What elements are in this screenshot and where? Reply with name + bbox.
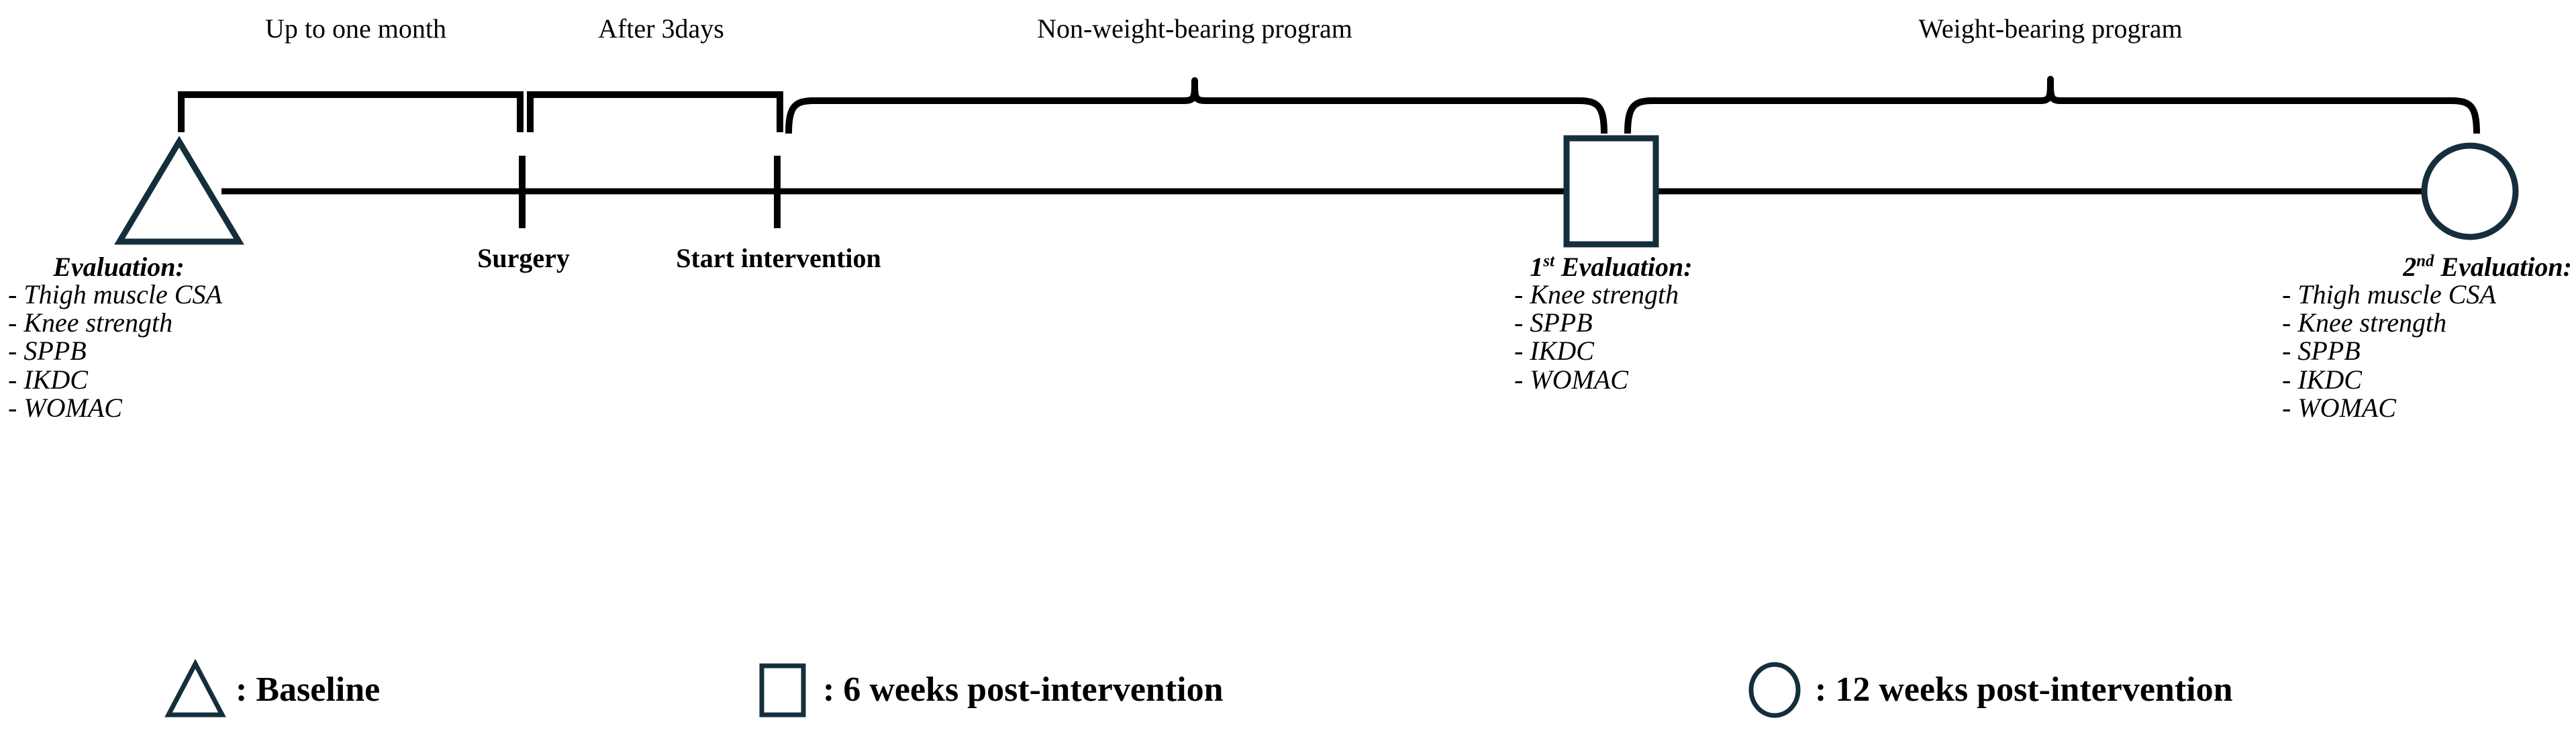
evaluation-item: - Knee strength <box>8 309 230 337</box>
bullet-dash: - <box>8 307 17 338</box>
evaluation-list-baseline: - Thigh muscle CSA - Knee strength - SPP… <box>8 279 230 423</box>
evaluation-item-label: WOMAC <box>2297 392 2396 423</box>
evaluation-item-label: IKDC <box>1530 336 1594 366</box>
period-label-weight-bearing: Weight-bearing program <box>1918 13 2183 44</box>
node-week12-circle <box>2421 142 2519 240</box>
evaluation-item: - Thigh muscle CSA <box>2282 279 2572 309</box>
legend-item-baseline: : Baseline <box>164 638 380 741</box>
legend-label-12weeks: : 12 weeks post-intervention <box>1815 670 2233 709</box>
bullet-dash: - <box>2282 364 2291 395</box>
evaluation-title-second: 2nd Evaluation: <box>2282 252 2572 282</box>
evaluation-list-first: - Knee strength - SPPB - IKDC - WOMAC <box>1442 279 1781 395</box>
evaluation-item-label: IKDC <box>23 364 88 395</box>
evaluation-item: - SPPB <box>1514 309 1781 337</box>
evaluation-item-label: WOMAC <box>23 392 122 423</box>
evaluation-title-baseline: Evaluation: <box>8 254 230 281</box>
circle-icon <box>1748 662 1801 718</box>
evaluation-ordinal-number: 1 <box>1530 252 1544 282</box>
evaluation-item-label: SPPB <box>1530 307 1593 338</box>
evaluation-item-label: SPPB <box>2297 336 2361 366</box>
node-week6-square <box>1563 135 1659 248</box>
evaluation-item: - SPPB <box>2282 337 2572 365</box>
period-label-non-weight-bearing: Non-weight-bearing program <box>1037 13 1352 44</box>
evaluation-item: - SPPB <box>8 337 230 365</box>
evaluation-block-first: 1st Evaluation: - Knee strength - SPPB -… <box>1442 252 1781 395</box>
bullet-dash: - <box>2282 307 2291 338</box>
evaluation-list-second: - Thigh muscle CSA - Knee strength - SPP… <box>2282 279 2572 423</box>
bullet-dash: - <box>8 364 17 395</box>
legend: : Baseline : 6 weeks post-intervention :… <box>0 638 2576 741</box>
bullet-dash: - <box>2282 279 2291 309</box>
bullet-dash: - <box>2282 392 2291 423</box>
evaluation-item-label: Thigh muscle CSA <box>23 279 222 309</box>
evaluation-ordinal-suffix: nd <box>2416 252 2434 270</box>
event-label-surgery: Surgery <box>477 243 570 273</box>
evaluation-block-baseline: Evaluation: - Thigh muscle CSA - Knee st… <box>8 254 230 422</box>
period-label-after-3days: After 3days <box>598 13 724 44</box>
bullet-dash: - <box>8 392 17 423</box>
evaluation-ordinal-number: 2 <box>2403 252 2417 282</box>
evaluation-item: - WOMAC <box>1514 364 1781 395</box>
bracket-non-weight-bearing <box>785 77 1607 134</box>
bullet-dash: - <box>8 279 17 309</box>
legend-item-6weeks: : 6 weeks post-intervention <box>752 638 1224 741</box>
evaluation-block-second: 2nd Evaluation: - Thigh muscle CSA - Kne… <box>2282 252 2572 423</box>
legend-label-baseline: : Baseline <box>236 670 381 709</box>
evaluation-item: - Knee strength <box>2282 309 2572 337</box>
legend-label-6weeks: : 6 weeks post-intervention <box>823 670 1224 709</box>
evaluation-item: - Thigh muscle CSA <box>8 279 230 309</box>
evaluation-item-label: SPPB <box>23 336 87 366</box>
evaluation-title-first: 1st Evaluation: <box>1442 252 1781 282</box>
bullet-dash: - <box>2282 336 2291 366</box>
evaluation-item: - IKDC <box>8 364 230 395</box>
evaluation-item-label: Thigh muscle CSA <box>2297 279 2496 309</box>
evaluation-item: - IKDC <box>1514 337 1781 365</box>
evaluation-item-label: IKDC <box>2297 364 2362 395</box>
triangle-icon <box>164 658 226 718</box>
period-label-up-to-one-month: Up to one month <box>265 13 446 44</box>
evaluation-item: - WOMAC <box>8 392 230 423</box>
node-baseline-triangle <box>114 136 244 245</box>
evaluation-item: - IKDC <box>2282 364 2572 395</box>
bullet-dash: - <box>1514 364 1524 395</box>
evaluation-item: - WOMAC <box>2282 392 2572 423</box>
bracket-after-3days <box>527 91 783 132</box>
evaluation-title-text: Evaluation: <box>53 252 185 282</box>
evaluation-item-label: Knee strength <box>1530 279 1679 309</box>
event-label-start-intervention: Start intervention <box>676 243 881 273</box>
square-icon <box>759 663 806 718</box>
bullet-dash: - <box>1514 336 1524 366</box>
evaluation-item: - Knee strength <box>1514 279 1781 309</box>
bullet-dash: - <box>1514 307 1524 338</box>
bracket-up-to-one-month <box>178 91 524 132</box>
bullet-dash: - <box>1514 279 1524 309</box>
evaluation-title-text: Evaluation: <box>2440 252 2572 282</box>
evaluation-item-label: Knee strength <box>23 307 173 338</box>
bullet-dash: - <box>8 336 17 366</box>
evaluation-title-text: Evaluation: <box>1561 252 1693 282</box>
evaluation-item-label: WOMAC <box>1530 364 1628 395</box>
bracket-weight-bearing <box>1624 76 2480 134</box>
evaluation-item-label: Knee strength <box>2297 307 2447 338</box>
legend-item-12weeks: : 12 weeks post-intervention <box>1744 638 2233 741</box>
evaluation-ordinal-suffix: st <box>1543 252 1554 270</box>
